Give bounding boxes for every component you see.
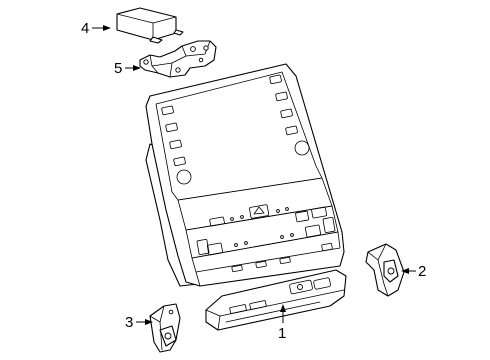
part-1-switch-panel — [205, 269, 347, 331]
callout-5: 5 — [114, 60, 141, 77]
callout-3: 3 — [125, 314, 153, 331]
svg-text:5: 5 — [114, 60, 122, 77]
svg-text:1: 1 — [278, 325, 286, 342]
svg-text:4: 4 — [81, 20, 89, 37]
svg-text:2: 2 — [418, 263, 426, 280]
part-2-right-bracket — [365, 243, 405, 297]
part-4-control-module — [116, 7, 184, 44]
callout-4: 4 — [81, 20, 111, 37]
part-5-bracket — [139, 40, 217, 78]
part-3-left-bracket — [149, 303, 181, 353]
callout-1: 1 — [278, 304, 286, 342]
center-display-unit — [145, 63, 345, 287]
svg-text:3: 3 — [125, 314, 133, 331]
callout-2: 2 — [401, 263, 426, 280]
